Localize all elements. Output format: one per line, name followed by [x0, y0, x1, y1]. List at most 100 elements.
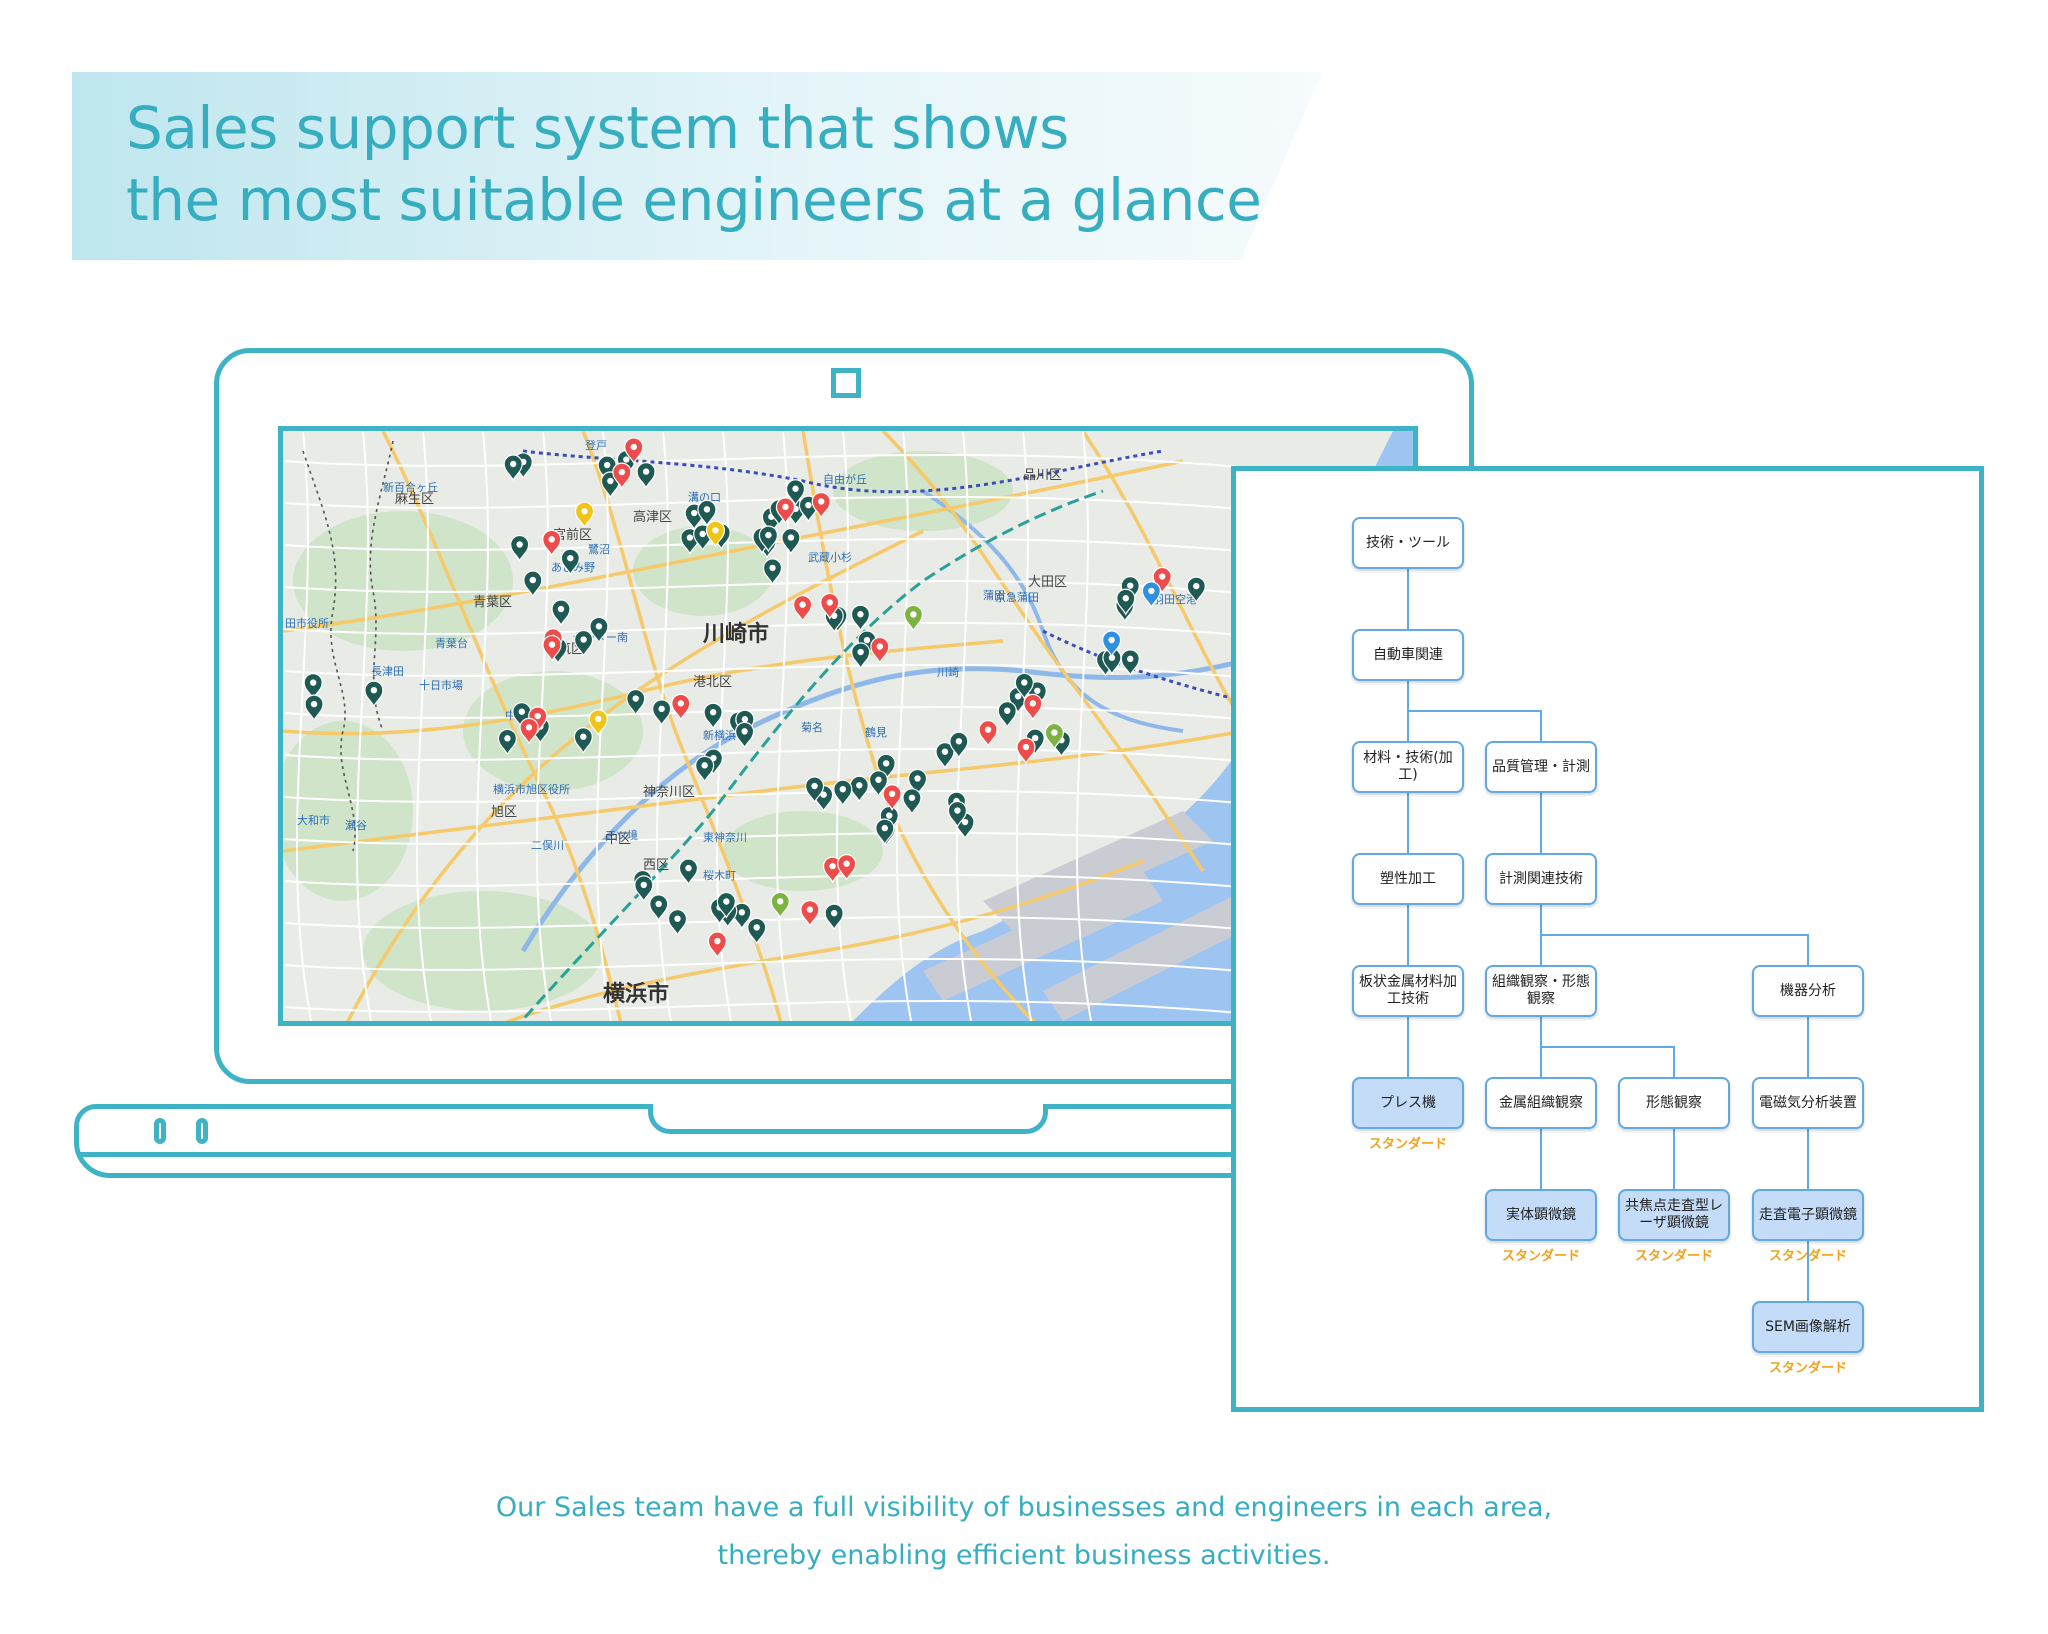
tree-node-n3[interactable]: 材料・技術(加工): [1352, 741, 1464, 793]
engineer-pin-icon[interactable]: [758, 525, 779, 553]
engineer-pin-icon[interactable]: [636, 462, 656, 489]
engineer-pin-icon[interactable]: [303, 673, 323, 700]
yellow-pin-icon[interactable]: [574, 501, 595, 529]
business-pin-icon[interactable]: [882, 784, 902, 812]
tree-node-n17[interactable]: SEM画像解析: [1752, 1301, 1864, 1353]
tree-node-n1[interactable]: 技術・ツール: [1352, 517, 1464, 569]
tree-node-n6[interactable]: 計測関連技術: [1485, 853, 1597, 905]
map-pins[interactable]: [303, 437, 1206, 959]
engineer-pin-icon[interactable]: [833, 779, 853, 807]
engineer-pin-icon[interactable]: [907, 768, 928, 796]
blue-pin-icon[interactable]: [1102, 630, 1122, 658]
engineer-pin-icon[interactable]: [497, 728, 518, 756]
business-pin-icon[interactable]: [837, 854, 857, 882]
engineer-pin-icon[interactable]: [703, 702, 723, 730]
engineer-pin-icon[interactable]: [573, 727, 593, 755]
engineer-pin-icon[interactable]: [1025, 728, 1045, 756]
business-pin-icon[interactable]: [612, 462, 632, 490]
green-pin-icon[interactable]: [903, 604, 923, 632]
place-label: 蒲田: [983, 588, 1005, 602]
engineer-pin-icon[interactable]: [678, 858, 699, 886]
engineer-pin-icon[interactable]: [551, 599, 571, 627]
business-pin-icon[interactable]: [1023, 693, 1043, 721]
engineer-pin-icon[interactable]: [510, 534, 530, 562]
engineer-pin-icon[interactable]: [523, 570, 543, 598]
engineer-pin-icon[interactable]: [785, 479, 806, 507]
engineer-pin-icon[interactable]: [850, 604, 871, 632]
engineer-pin-icon[interactable]: [868, 770, 889, 798]
tree-node-n11[interactable]: 金属組織観察: [1485, 1077, 1597, 1129]
place-label: 武蔵小杉: [808, 550, 852, 564]
laptop-base-divider: [78, 1152, 1470, 1157]
engineer-pin-icon[interactable]: [695, 755, 715, 783]
engineer-pin-icon[interactable]: [949, 731, 969, 759]
business-pin-icon[interactable]: [800, 900, 820, 927]
engineer-pin-icon[interactable]: [997, 701, 1017, 729]
engineer-pin-icon[interactable]: [589, 616, 609, 644]
engineer-pin-icon[interactable]: [935, 742, 955, 770]
engineer-pin-icon[interactable]: [560, 548, 580, 576]
engineer-pin-icon[interactable]: [762, 558, 783, 586]
tree-node-n5[interactable]: 塑性加工: [1352, 853, 1464, 905]
business-pin-icon[interactable]: [820, 592, 840, 620]
business-pin-icon[interactable]: [542, 634, 562, 662]
green-pin-icon[interactable]: [770, 891, 790, 919]
engineer-pin-icon[interactable]: [1014, 672, 1034, 700]
business-pin-icon[interactable]: [519, 717, 539, 745]
green-pin-icon[interactable]: [1044, 722, 1064, 750]
engineer-pin-icon[interactable]: [634, 875, 654, 903]
engineer-pin-icon[interactable]: [503, 454, 523, 482]
tree-node-n7[interactable]: 板状金属材料加工技術: [1352, 965, 1464, 1017]
tree-node-n14[interactable]: 実体顕微鏡: [1485, 1189, 1597, 1241]
map-view[interactable]: 川崎市横浜市品川区大田区高津区宮前区青葉区都筑区港北区神奈川区西区麻生区旭区中区…: [278, 426, 1418, 1026]
tree-node-n9[interactable]: 機器分析: [1752, 965, 1864, 1017]
business-pin-icon[interactable]: [775, 497, 796, 525]
engineer-pin-icon[interactable]: [851, 642, 871, 670]
engineer-pin-icon[interactable]: [364, 680, 384, 708]
business-pin-icon[interactable]: [870, 636, 890, 664]
tree-node-n8[interactable]: 組織観察・形態観察: [1485, 965, 1597, 1017]
yellow-pin-icon[interactable]: [588, 709, 608, 737]
blue-pin-icon[interactable]: [1141, 581, 1161, 609]
engineer-pin-icon[interactable]: [652, 699, 672, 727]
engineer-pin-icon[interactable]: [697, 499, 717, 527]
engineer-pin-icon[interactable]: [732, 902, 752, 930]
engineer-pin-icon[interactable]: [902, 788, 922, 816]
engineer-pin-icon[interactable]: [947, 800, 968, 828]
engineer-pin-icon[interactable]: [304, 694, 324, 722]
engineer-pin-icon[interactable]: [649, 894, 669, 922]
business-pin-icon[interactable]: [978, 720, 998, 748]
engineer-pin-icon[interactable]: [849, 775, 869, 803]
engineer-pin-icon[interactable]: [1116, 588, 1136, 616]
tree-node-n13[interactable]: 電磁気分析装置: [1752, 1077, 1864, 1129]
engineer-pin-icon[interactable]: [573, 629, 594, 657]
tree-node-n2[interactable]: 自動車関連: [1352, 629, 1464, 681]
node-label: SEM画像解析: [1765, 1318, 1851, 1335]
business-pin-icon[interactable]: [707, 931, 727, 959]
engineer-pin-icon[interactable]: [1186, 576, 1206, 604]
engineer-pin-icon[interactable]: [716, 891, 736, 919]
tree-node-n10[interactable]: プレス機: [1352, 1077, 1464, 1129]
business-pin-icon[interactable]: [1016, 737, 1036, 765]
tree-node-n4[interactable]: 品質管理・計測: [1485, 741, 1597, 793]
standard-badge: スタンダード: [1768, 1249, 1847, 1264]
engineer-pin-icon[interactable]: [824, 903, 844, 931]
engineer-pin-icon[interactable]: [626, 688, 646, 716]
business-pin-icon[interactable]: [811, 491, 831, 519]
engineer-pin-icon[interactable]: [804, 776, 825, 804]
engineer-pin-icon[interactable]: [747, 917, 767, 945]
engineer-pin-icon[interactable]: [667, 909, 688, 937]
tree-node-n12[interactable]: 形態観察: [1618, 1077, 1730, 1129]
business-pin-icon[interactable]: [671, 693, 691, 721]
engineer-pin-icon[interactable]: [875, 818, 895, 846]
yellow-pin-icon[interactable]: [705, 520, 726, 548]
business-pin-icon[interactable]: [542, 529, 562, 557]
engineer-pin-icon[interactable]: [1120, 649, 1140, 677]
tree-node-n15[interactable]: 共焦点走査型レーザ顕微鏡: [1618, 1189, 1730, 1241]
engineer-pin-icon[interactable]: [781, 527, 801, 555]
business-pin-icon[interactable]: [792, 595, 813, 622]
business-pin-icon[interactable]: [624, 437, 644, 465]
engineer-pin-icon[interactable]: [734, 721, 755, 749]
caption-line-2: thereby enabling efficient business acti…: [717, 1540, 1331, 1571]
tree-node-n16[interactable]: 走査電子顕微鏡: [1752, 1189, 1864, 1241]
